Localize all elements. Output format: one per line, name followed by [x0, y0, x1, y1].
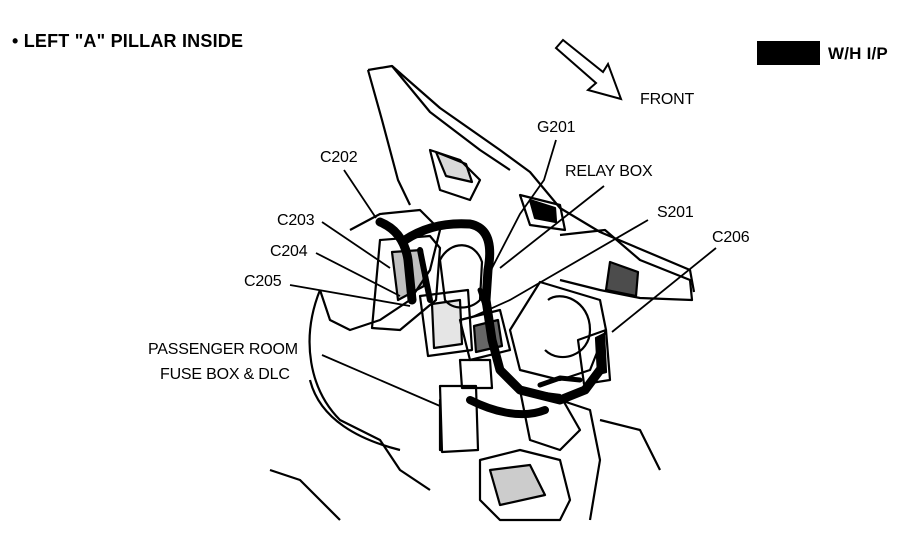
legend-label: W/H I/P [828, 44, 888, 63]
front-label: FRONT [640, 91, 695, 108]
callout-fuse-box-line1: PASSENGER ROOM [148, 341, 298, 358]
callout-c204: C204 [270, 243, 308, 260]
harness-wiring [375, 217, 605, 419]
callout-c202: C202 [320, 149, 358, 166]
callout-s201: S201 [657, 204, 694, 221]
callout-fuse-box-line2: FUSE BOX & DLC [160, 366, 290, 383]
callout-c206: C206 [712, 229, 750, 246]
callout-g201: G201 [537, 119, 576, 136]
leader-lines [289, 139, 717, 407]
front-arrow-icon [554, 38, 623, 101]
callout-c205: C205 [244, 273, 282, 290]
legend-swatch [757, 41, 820, 65]
callout-relay-box: RELAY BOX [565, 163, 653, 180]
callout-c203: C203 [277, 212, 315, 229]
page-title: • LEFT "A" PILLAR INSIDE [12, 31, 244, 51]
